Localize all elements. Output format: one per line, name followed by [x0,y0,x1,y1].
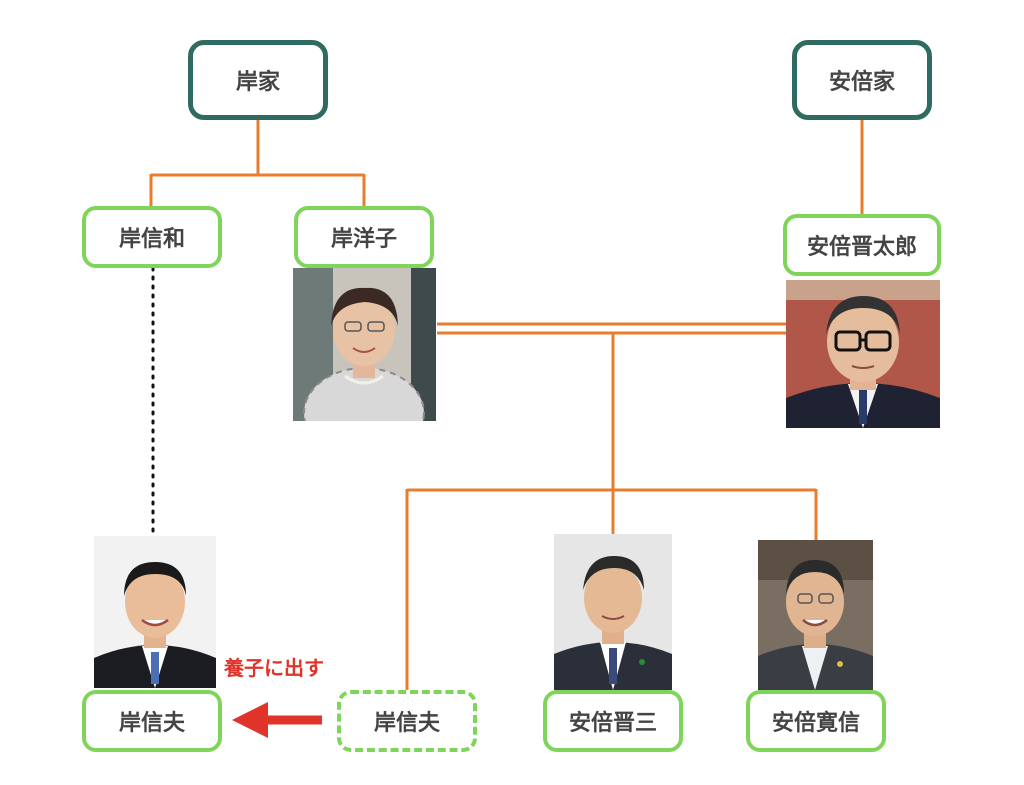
kishi-yoko-photo [293,268,436,421]
kishi-nobuo-adopted-label: 岸信夫 [118,711,185,736]
adoption-arrow-head [232,702,268,738]
kishi-family-box: 岸家 [188,40,328,120]
abe-family-box: 安倍家 [792,40,932,120]
kishi-yoko-label: 岸洋子 [330,227,397,252]
abe-shintaro-photo [786,280,940,428]
kishi-nobuo-photo [94,536,216,688]
adoption-caption: 養子に出す [224,656,324,680]
abe-shinzo-label: 安倍晋三 [568,711,657,736]
abe-shinzo-box: 安倍晋三 [543,690,683,752]
abe-shintaro-box: 安倍晋太郎 [783,214,941,276]
abe-shintaro-label: 安倍晋太郎 [806,235,917,260]
kishi-family-label: 岸家 [235,70,280,95]
kishi-nobuo-adopted-box: 岸信夫 [82,690,222,752]
abe-hironobu-photo [758,540,873,690]
kishi-nobukazu-box: 岸信和 [82,206,222,268]
kishi-nobuo-birth-label: 岸信夫 [373,711,440,736]
kishi-nobukazu-label: 岸信和 [118,227,185,252]
abe-hironobu-label: 安倍寛信 [771,711,860,736]
abe-shinzo-photo [554,534,672,690]
abe-hironobu-box: 安倍寛信 [746,690,886,752]
kishi-nobuo-birth-box: 岸信夫 [337,690,477,752]
kishi-yoko-box: 岸洋子 [294,206,434,268]
abe-family-label: 安倍家 [828,70,895,95]
